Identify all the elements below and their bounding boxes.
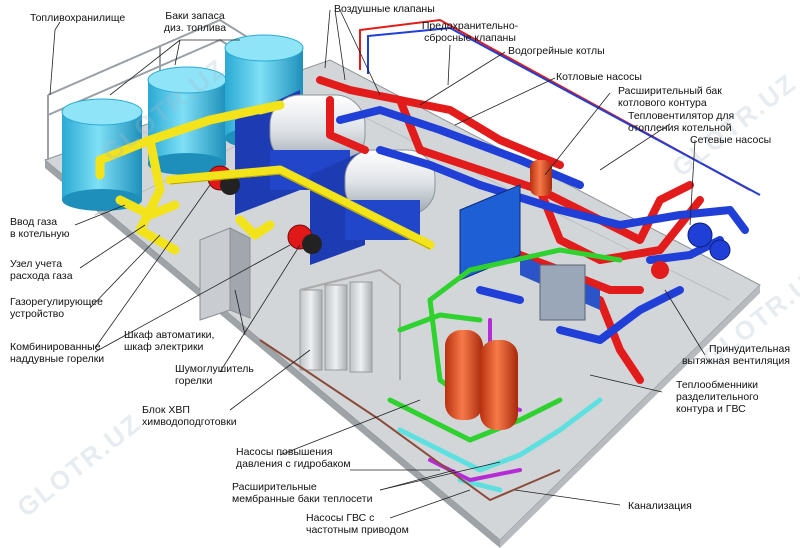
leader-lines (49, 9, 706, 519)
label-sewer: Канализация (628, 500, 692, 512)
network-loop-pipes (336, 106, 749, 344)
label-expansion-tank: Расширительный бак котлового контура (618, 85, 722, 109)
network-pumps-assembly (651, 222, 731, 279)
label-gas-inlet: Ввод газа в котельную (10, 216, 70, 240)
gas-pipeline-outline (169, 173, 431, 250)
label-reserve-tanks: Баки запаса диз. топлива (163, 10, 227, 34)
label-automation-cabinet: Шкаф автоматики, шкаф электрики (124, 329, 215, 353)
burner-2 (287, 224, 322, 254)
boiler-1 (235, 90, 366, 215)
label-boiler-pumps: Котловые насосы (556, 71, 642, 83)
thin-pipes (359, 18, 761, 196)
label-dhw-pumps: Насосы ГВС с частотным приводом (306, 512, 409, 536)
label-water-treatment: Блок ХВП химводоподготовки (142, 404, 237, 428)
label-exhaust-vent: Принудительная вытяжная вентиляция (681, 343, 790, 367)
gas-pipeline (95, 100, 435, 255)
label-gas-regulator: Газорегулирующее устройство (10, 296, 103, 320)
label-burners: Комбинированные наддувные горелки (10, 341, 105, 365)
label-membrane-tanks: Расширительные мембранные баки теплосети (232, 481, 373, 505)
label-fuel-storage: Топливохранилище (30, 12, 126, 24)
label-burner-silencer: Шумоглушитель горелки (175, 363, 254, 387)
membrane-tank-2 (480, 340, 518, 430)
label-booster-pumps: Насосы повышения давления с гидробаком (236, 446, 351, 470)
cold-water-pipes (397, 397, 603, 493)
heat-exchanger-block (459, 184, 600, 321)
label-safety-valves: Предохранительно- сбросные клапаны (421, 20, 519, 44)
expansion-tank (530, 160, 552, 196)
sewer-line (259, 339, 561, 502)
label-air-valves: Воздушные клапаны (334, 3, 435, 15)
automation-cabinet (199, 227, 251, 321)
fuel-tank-2 (147, 66, 227, 175)
label-network-pumps: Сетевые насосы (690, 134, 772, 146)
label-heat-exchangers: Теплообменники разделительного контура и… (676, 379, 759, 415)
membrane-tank-1 (445, 330, 483, 420)
label-fan-heater: Тепловентилятор для отопления котельной (628, 110, 735, 134)
label-boilers: Водогрейные котлы (508, 45, 605, 57)
label-gas-meter: Узел учета расхода газа (10, 258, 73, 282)
